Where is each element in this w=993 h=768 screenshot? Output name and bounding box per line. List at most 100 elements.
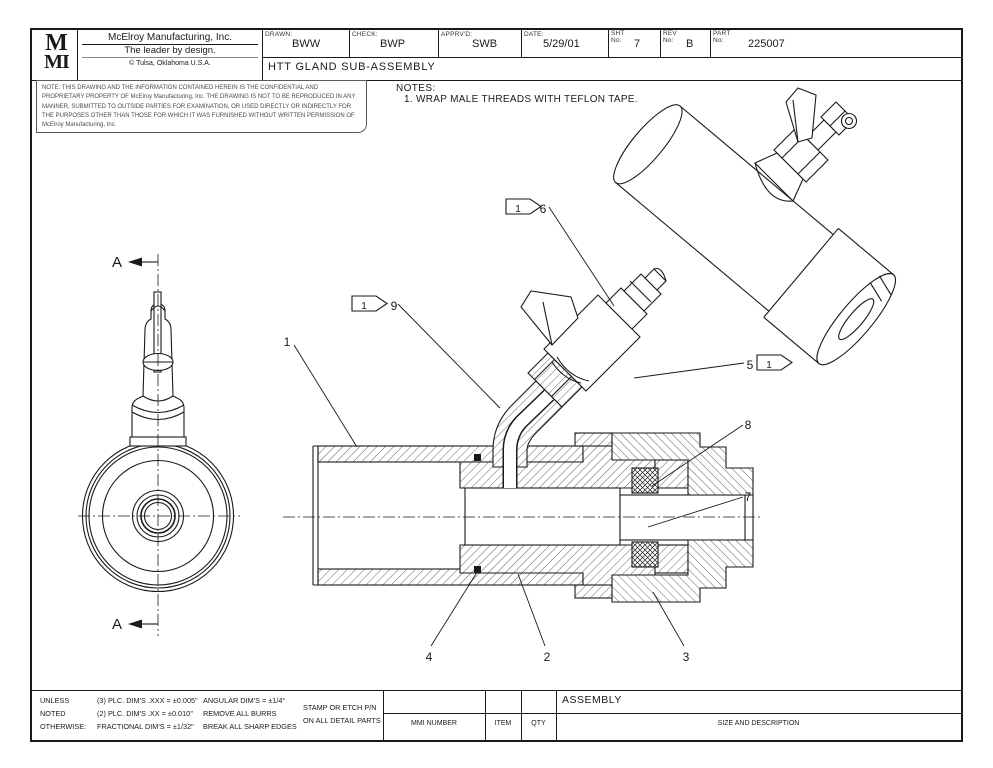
section-label-a-bottom: A — [112, 616, 122, 633]
date-value: 5/29/01 — [543, 38, 580, 50]
isometric-view — [613, 87, 897, 366]
logo-m: M — [45, 30, 68, 56]
part-value: 225007 — [748, 38, 785, 50]
callout-4: 4 — [426, 650, 433, 664]
dims-line1: (3) PLC. DIM'S .XXX = ±0.005" — [97, 696, 198, 705]
notes-heading: NOTES: — [396, 83, 436, 94]
section-view: 1 1 1 1 9 6 5 8 7 4 2 3 — [283, 198, 793, 664]
line — [262, 57, 961, 58]
dims-line2: (2) PLC. DIM'S .XX = ±0.010" — [97, 709, 193, 718]
elbow-section — [492, 380, 563, 488]
oring-upper — [474, 454, 481, 461]
line — [521, 690, 522, 740]
rules-line3: BREAK ALL SHARP EDGES — [203, 722, 297, 731]
rules-line2: REMOVE ALL BURRS — [203, 709, 277, 718]
seal-lower — [631, 541, 659, 568]
valve-stack — [520, 267, 667, 408]
col-header-item: ITEM — [494, 720, 512, 727]
section-label-a-top: A — [112, 254, 122, 271]
line — [262, 28, 263, 80]
rev-value: B — [686, 38, 694, 50]
stamp-line2: ON ALL DETAIL PARTS — [303, 716, 381, 725]
isometric-valve — [754, 87, 858, 202]
callout-leaders — [293, 206, 745, 647]
line — [77, 28, 78, 80]
callout-5: 5 — [747, 358, 754, 372]
unless-line1: UNLESS — [40, 696, 70, 705]
col-header-qty: QTY — [531, 720, 546, 727]
callout-7: 7 — [745, 490, 752, 504]
unless-line2: NOTED — [40, 709, 66, 718]
logo-mi: MI — [44, 51, 70, 73]
drawn-label: DRAWN: — [265, 31, 293, 38]
rules-line1: ANGULAR DIM'S = ±1/4° — [203, 696, 286, 705]
line — [30, 690, 961, 691]
copyright-icon: © — [129, 60, 135, 67]
col-header-description: SIZE AND DESCRIPTION — [717, 720, 800, 727]
apprvd-label: APPRV'D: — [441, 31, 473, 38]
assembly-cell: ASSEMBLY — [562, 694, 622, 706]
line — [383, 713, 961, 714]
callout-9: 9 — [391, 299, 398, 313]
stamp-note: STAMP OR ETCH P/N ON ALL DETAIL PARTS — [303, 701, 381, 727]
callout-3: 3 — [683, 650, 690, 664]
line — [349, 28, 350, 57]
company-city: Tulsa, Oklahoma U.S.A. — [136, 60, 211, 67]
line — [30, 80, 961, 81]
note-flag-icon — [351, 295, 388, 312]
dims-line3: FRACTIONAL DIM'S = ±1/32" — [97, 722, 194, 731]
callout-6: 6 — [540, 202, 547, 216]
section-arrow-icon — [128, 619, 142, 629]
notes-item-1: 1. WRAP MALE THREADS WITH TEFLON TAPE. — [404, 94, 638, 105]
note-flag-icon — [505, 198, 542, 215]
sht-value: 7 — [634, 38, 641, 50]
part-label: PART — [713, 30, 731, 37]
date-label: DATE: — [524, 31, 544, 38]
company-name: McElroy Manufacturing, Inc. — [82, 32, 258, 45]
section-arrow-top: A — [112, 254, 158, 271]
seal-upper — [631, 467, 659, 494]
col-header-mmi-number: MMI NUMBER — [411, 720, 457, 727]
callout-numbers: 1 9 6 5 8 7 4 2 3 — [284, 202, 754, 664]
drawn-value: BWW — [292, 38, 321, 50]
check-label: CHECK: — [352, 31, 378, 38]
company-tagline: The leader by design. — [82, 45, 258, 58]
sht-label: SHT — [611, 30, 625, 37]
callout-8: 8 — [745, 418, 752, 432]
line — [438, 28, 439, 57]
drawing-title: HTT GLAND SUB-ASSEMBLY — [268, 61, 436, 73]
line — [660, 28, 661, 57]
section-arrow-icon — [128, 257, 142, 267]
callout-1: 1 — [284, 335, 291, 349]
oring-lower — [474, 566, 481, 573]
line — [383, 690, 384, 740]
valve-handle — [520, 290, 579, 346]
note-flag-5: 1 — [766, 360, 772, 371]
line — [608, 28, 609, 57]
line — [485, 690, 486, 740]
line — [521, 28, 522, 57]
apprvd-value: SWB — [472, 38, 498, 50]
company-block: McElroy Manufacturing, Inc. The leader b… — [82, 32, 258, 67]
company-logo: M MI — [38, 31, 75, 78]
unless-line3: OTHERWISE: — [40, 722, 87, 731]
sheet-border — [30, 28, 963, 742]
company-location: © Tulsa, Oklahoma U.S.A. — [82, 60, 258, 67]
line — [556, 690, 557, 740]
rev-label: REV — [663, 30, 677, 37]
note-flag-9: 1 — [361, 301, 367, 312]
note-flag-6: 1 — [515, 204, 521, 215]
end-view: A A — [78, 254, 240, 636]
check-value: BWP — [380, 38, 406, 50]
note-flag-icon — [756, 354, 793, 371]
sht-label2: No: — [611, 37, 622, 44]
note-flags: 1 1 1 — [351, 198, 793, 371]
tolerance-rules: ANGULAR DIM'S = ±1/4° REMOVE ALL BURRS B… — [203, 694, 297, 733]
stamp-line1: STAMP OR ETCH P/N — [303, 703, 377, 712]
part-label2: No: — [713, 37, 724, 44]
proprietary-note: NOTE: THIS DRAWING AND THE INFORMATION C… — [36, 80, 367, 133]
tolerance-dims: (3) PLC. DIM'S .XXX = ±0.005" (2) PLC. D… — [97, 694, 198, 733]
callout-2: 2 — [544, 650, 551, 664]
